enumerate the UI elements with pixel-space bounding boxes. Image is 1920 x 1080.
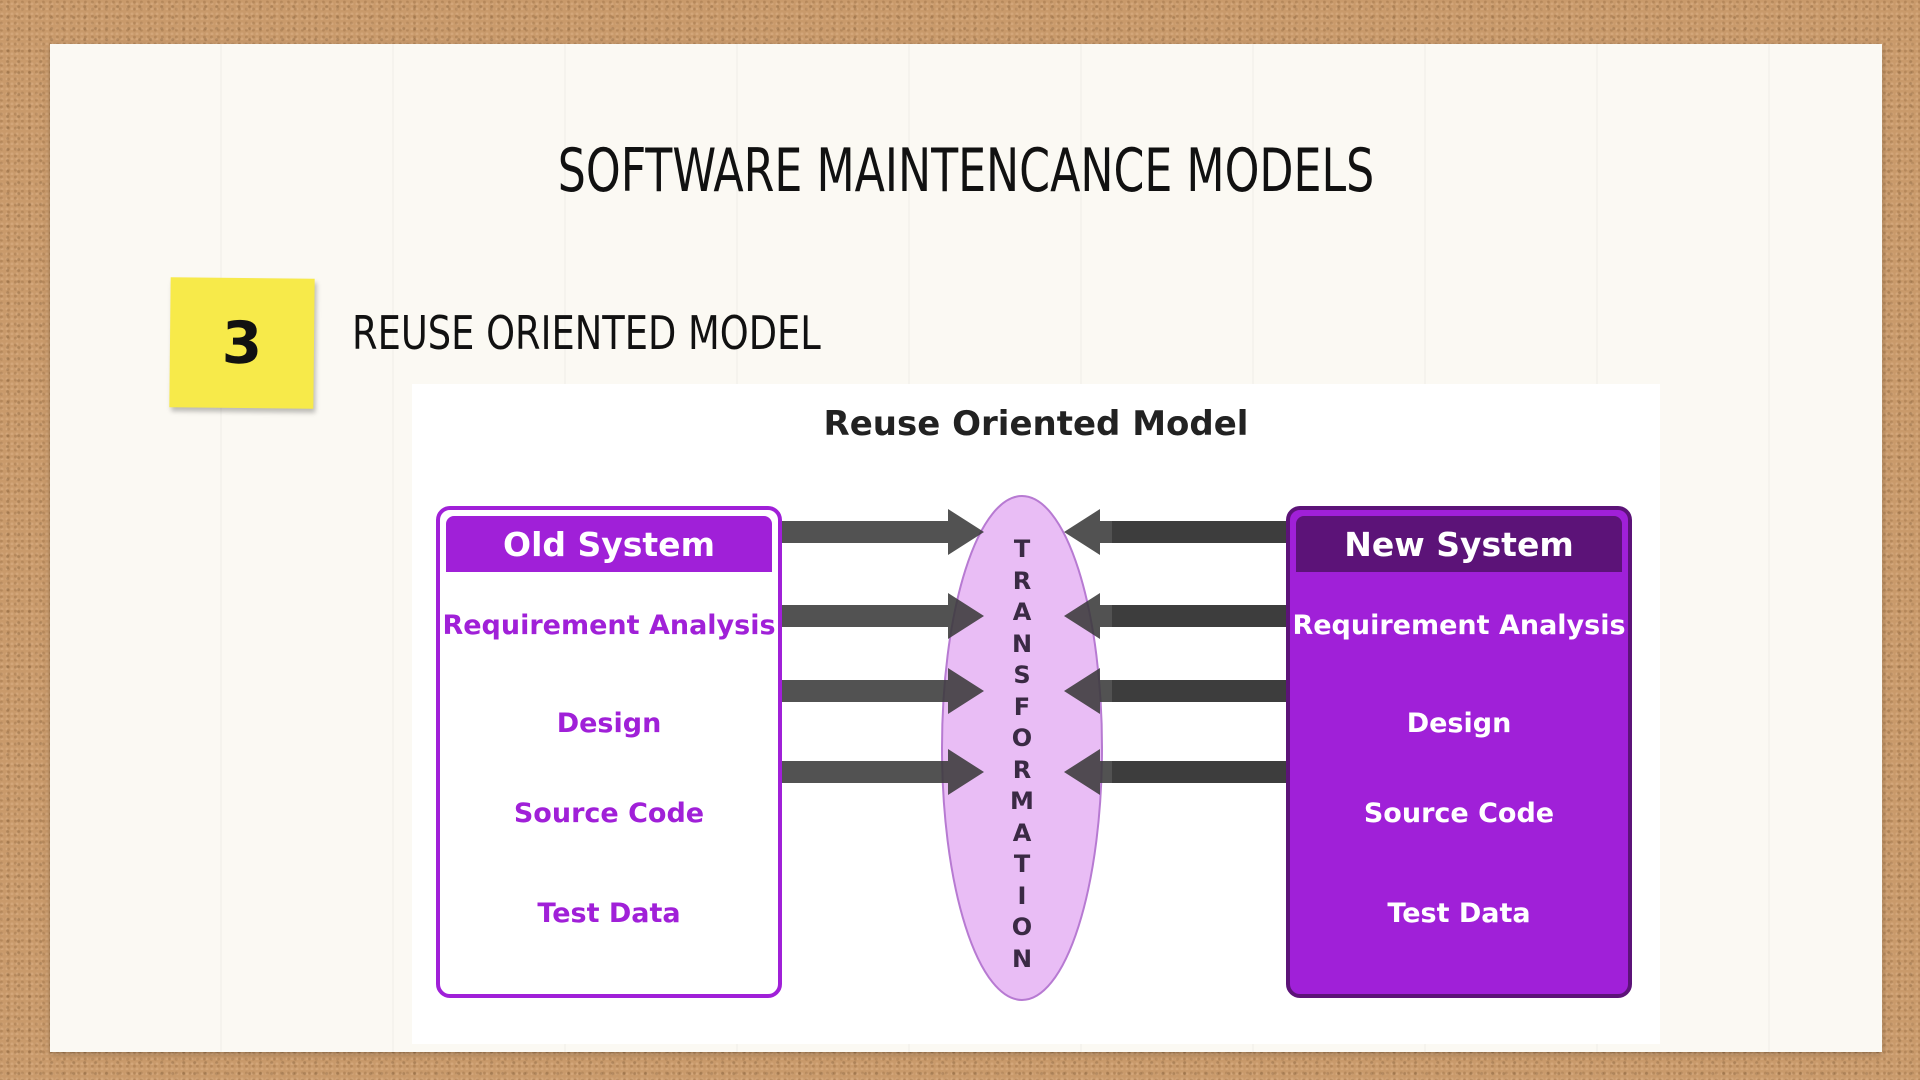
- arrow-transformation-to-new-3: [1112, 749, 1342, 795]
- diagram-title: Reuse Oriented Model: [823, 404, 1249, 444]
- left-arrows-group: [724, 509, 984, 795]
- old-item-source-code: Source Code: [513, 798, 705, 829]
- arrow-old-to-transformation-3: [724, 749, 984, 795]
- arrow-old-to-transformation-1: [724, 593, 984, 639]
- sticky-note-number: 3: [169, 277, 315, 409]
- arrow-transformation-to-new-0: [1112, 509, 1342, 555]
- transformation-ellipse: [941, 495, 1103, 1001]
- new-item-source-code: Source Code: [1363, 798, 1555, 829]
- new-item-requirement-analysis: Requirement Analysis: [1292, 610, 1626, 641]
- new-system-box: New System Requirement Analysis Design S…: [1286, 506, 1632, 998]
- arrow-old-to-transformation-0: [724, 509, 984, 555]
- diagram-graphics: [724, 495, 1342, 1001]
- right-arrows-group: [1064, 509, 1342, 795]
- old-item-test-data: Test Data: [537, 898, 681, 929]
- section-number: 3: [221, 308, 263, 378]
- arrow-transformation-to-new-2: [1112, 668, 1342, 714]
- new-system-header: New System: [1296, 516, 1622, 572]
- arrow-old-to-transformation-2: [724, 668, 984, 714]
- slide-paper: SOFTWARE MAINTENCANCE MODELS 3 REUSE ORI…: [50, 44, 1882, 1052]
- transformation-letter: T: [1013, 850, 1031, 878]
- reuse-model-diagram: Reuse Oriented Model Old System Requirem…: [412, 384, 1660, 1044]
- transformation-letter: F: [1013, 692, 1031, 721]
- transformation-letter: I: [1017, 881, 1027, 910]
- transformation-letter: T: [1013, 535, 1031, 563]
- section-heading: REUSE ORIENTED MODEL: [352, 306, 821, 360]
- transformation-letter: A: [1012, 598, 1032, 626]
- new-item-test-data: Test Data: [1387, 898, 1531, 929]
- old-item-requirement-analysis: Requirement Analysis: [442, 610, 776, 641]
- slide-title: SOFTWARE MAINTENCANCE MODELS: [557, 136, 1375, 206]
- new-item-design: Design: [1406, 708, 1512, 739]
- transformation-letter: R: [1012, 566, 1032, 595]
- transformation-letter: O: [1011, 913, 1033, 941]
- transformation-letter: N: [1011, 944, 1033, 973]
- transformation-letter: A: [1012, 818, 1032, 847]
- transformation-letter: S: [1013, 661, 1031, 689]
- arrow-transformation-to-new-1: [1112, 593, 1342, 639]
- transformation-letter: N: [1011, 629, 1033, 658]
- old-item-design: Design: [556, 708, 662, 739]
- old-system-box: Old System Requirement Analysis Design S…: [436, 506, 782, 998]
- transformation-letter: R: [1012, 755, 1032, 784]
- old-system-header: Old System: [446, 516, 772, 572]
- transformation-letter: M: [1010, 787, 1034, 815]
- transformation-letter: O: [1011, 724, 1033, 752]
